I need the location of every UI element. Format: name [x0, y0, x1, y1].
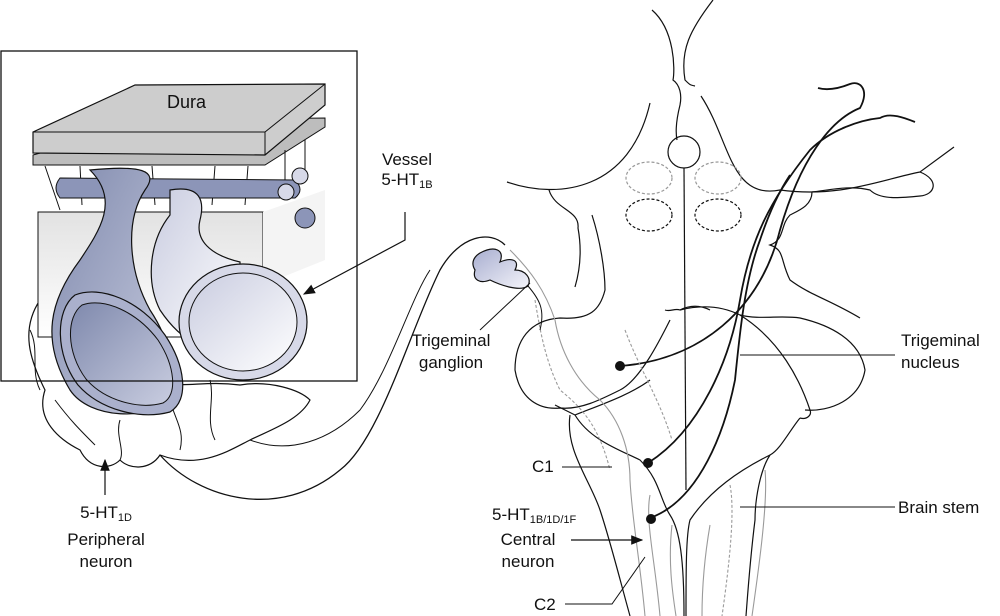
c2-label: C2 [534, 595, 556, 614]
vessel-receptor: 5-HT1B [372, 170, 442, 195]
ganglion-leader [479, 282, 531, 331]
vessel-label: Vessel 5-HT1B [372, 150, 442, 195]
vessel-arrow [302, 212, 406, 295]
peripheral-neuron-label: 5-HT1D Peripheral neuron [58, 503, 154, 572]
c2-leader [565, 556, 646, 605]
synapse-c1 [643, 458, 653, 468]
center-nucleus [667, 135, 701, 169]
central-receptor: 5-HT1B/1D/1F [492, 505, 602, 530]
c1-label: C1 [532, 457, 554, 476]
dura-plate [32, 83, 326, 156]
peripheral-receptor-subscript: 1D [117, 512, 132, 524]
vessel-receptor-prefix: 5-HT [381, 170, 420, 189]
vessel-label-line1: Vessel [381, 150, 433, 169]
midline [683, 167, 687, 491]
brainstem-drawing [472, 0, 955, 616]
peripheral-receptor-prefix: 5-HT [80, 503, 118, 522]
trigeminal-nucleus-label: Trigeminal nucleus [901, 331, 980, 373]
central-label-line3: neuron [501, 552, 555, 571]
peripheral-label-line3: neuron [79, 552, 133, 571]
central-receptor-prefix: 5-HT [492, 505, 530, 524]
peripheral-receptor: 5-HT1D [58, 503, 154, 528]
synapse-c2 [646, 514, 656, 524]
inset-frame [0, 50, 358, 382]
dura-inset [0, 50, 506, 500]
synapse-trigeminal-nucleus [615, 361, 625, 371]
nucleus-label-line1: Trigeminal [901, 331, 980, 350]
peripheral-axon [159, 236, 506, 500]
peripheral-label-line2: Peripheral [67, 530, 145, 549]
central-label-line2: Central [500, 530, 556, 549]
central-neuron-label: 5-HT1B/1D/1F Central neuron [492, 505, 602, 572]
central-fiber-3 [649, 174, 791, 519]
nucleus-label-line2: nucleus [901, 353, 960, 372]
dura-label: Dura [167, 92, 207, 112]
ganglion-label-line1: Trigeminal [411, 331, 491, 350]
trigeminal-ganglion [472, 248, 530, 289]
ganglion-label-line2: ganglion [418, 353, 484, 372]
trigeminal-ganglion-label: Trigeminal ganglion [403, 331, 499, 373]
central-receptor-subscript: 1B/1D/1F [529, 514, 577, 526]
brain-stem-label: Brain stem [898, 498, 980, 517]
central-fiber-2 [647, 114, 916, 464]
vessel-receptor-subscript: 1B [419, 179, 433, 191]
